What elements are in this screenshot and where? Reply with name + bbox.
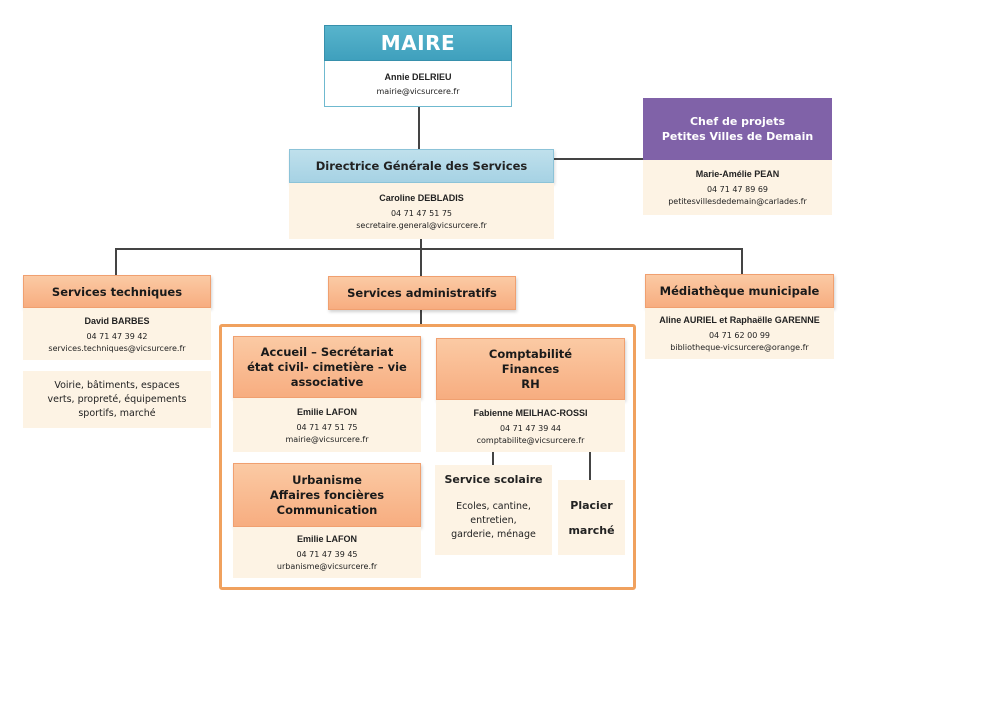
services-techniques-info: David BARBES 04 71 47 39 42 services.tec… xyxy=(23,308,211,360)
accueil-phone: 04 71 47 51 75 xyxy=(296,422,358,432)
maire-name: Annie DELRIEU xyxy=(384,71,452,82)
chef-projets-title-line1: Chef de projets xyxy=(689,115,786,128)
mediatheque-email: bibliotheque-vicsurcere@orange.fr xyxy=(670,343,809,352)
urbanisme-email: urbanisme@vicsurcere.fr xyxy=(276,562,378,571)
urbanisme-title-line2: Affaires foncières xyxy=(269,487,385,502)
dgs-email: secretaire.general@vicsurcere.fr xyxy=(356,220,487,230)
connector-admin-frame xyxy=(420,310,422,324)
services-techniques-phone: 04 71 47 39 42 xyxy=(86,331,148,341)
mediatheque-phone: 04 71 62 00 99 xyxy=(708,331,771,340)
services-techniques-description: Voirie, bâtiments, espaces verts, propre… xyxy=(23,371,211,428)
dgs-name: Caroline DEBLADIS xyxy=(379,192,464,203)
connector-maire-dgs xyxy=(418,107,420,149)
connector-horizontal-bus xyxy=(115,248,742,250)
accueil-email: mairie@vicsurcere.fr xyxy=(285,434,369,444)
chef-projets-email: petitesvillesdedemain@carlades.fr xyxy=(668,197,807,206)
comptabilite-title-line2: Finances xyxy=(501,361,560,376)
comptabilite-title: Comptabilité Finances RH xyxy=(436,338,625,400)
accueil-title-line3: associative xyxy=(290,374,364,389)
mediatheque-name: Aline AURIEL et Raphaëlle GARENNE xyxy=(659,315,820,325)
service-scolaire-title: Service scolaire xyxy=(444,473,543,486)
urbanisme-phone: 04 71 47 39 45 xyxy=(296,550,358,559)
comptabilite-info: Fabienne MEILHAC-ROSSI 04 71 47 39 44 co… xyxy=(436,400,625,452)
dgs-phone: 04 71 47 51 75 xyxy=(390,208,453,218)
comptabilite-phone: 04 71 47 39 44 xyxy=(499,423,562,433)
services-techniques-name: David BARBES xyxy=(84,315,150,326)
urbanisme-title-line3: Communication xyxy=(276,502,378,517)
mediatheque-info: Aline AURIEL et Raphaëlle GARENNE 04 71 … xyxy=(645,308,834,359)
chef-projets-name: Marie-Amélie PEAN xyxy=(695,169,780,179)
placier-box: Placier marché xyxy=(558,480,625,555)
service-scolaire-desc-line2: entretien, xyxy=(470,515,517,526)
dgs-title: Directrice Générale des Services xyxy=(289,149,554,183)
placier-title-line1: Placier xyxy=(570,498,613,512)
service-scolaire-box: Service scolaire Ecoles, cantine, entret… xyxy=(435,465,552,555)
comptabilite-email: comptabilite@vicsurcere.fr xyxy=(476,435,585,445)
urbanisme-title-line1: Urbanisme xyxy=(292,472,362,487)
chef-projets-phone: 04 71 47 89 69 xyxy=(706,185,769,194)
connector-to-mediatheque xyxy=(741,248,743,274)
services-techniques-desc-line2: verts, propreté, équipements xyxy=(47,393,187,405)
accueil-title-line2: état civil- cimetière – vie xyxy=(247,359,407,374)
chef-projets-title: Chef de projets Petites Villes de Demain xyxy=(643,98,832,160)
maire-email: mairie@vicsurcere.fr xyxy=(376,86,460,96)
connector-to-placier xyxy=(589,452,591,480)
connector-to-administratifs xyxy=(420,248,422,276)
connector-to-scolaire xyxy=(492,452,494,465)
maire-info: Annie DELRIEU mairie@vicsurcere.fr xyxy=(324,61,512,107)
maire-title: MAIRE xyxy=(324,25,512,61)
comptabilite-name: Fabienne MEILHAC-ROSSI xyxy=(473,407,588,418)
services-administratifs-title: Services administratifs xyxy=(328,276,516,310)
chef-projets-title-line2: Petites Villes de Demain xyxy=(661,130,814,143)
placier-title-line2: marché xyxy=(568,523,615,537)
mediatheque-title: Médiathèque municipale xyxy=(645,274,834,308)
accueil-info: Emilie LAFON 04 71 47 51 75 mairie@vicsu… xyxy=(233,398,421,452)
comptabilite-title-line1: Comptabilité xyxy=(488,346,573,361)
comptabilite-title-line3: RH xyxy=(521,376,540,391)
services-techniques-desc-line1: Voirie, bâtiments, espaces xyxy=(54,379,180,391)
chef-projets-info: Marie-Amélie PEAN 04 71 47 89 69 petites… xyxy=(643,160,832,215)
service-scolaire-desc-line1: Ecoles, cantine, xyxy=(456,501,531,512)
services-techniques-title: Services techniques xyxy=(23,275,211,308)
services-techniques-email: services.techniques@vicsurcere.fr xyxy=(48,343,186,353)
service-scolaire-desc-line3: garderie, ménage xyxy=(451,529,536,540)
urbanisme-info: Emilie LAFON 04 71 47 39 45 urbanisme@vi… xyxy=(233,527,421,578)
accueil-title: Accueil – Secrétariat état civil- cimeti… xyxy=(233,336,421,398)
urbanisme-name: Emilie LAFON xyxy=(296,534,357,544)
accueil-title-line1: Accueil – Secrétariat xyxy=(260,344,394,359)
services-techniques-desc-line3: sportifs, marché xyxy=(78,407,156,419)
dgs-info: Caroline DEBLADIS 04 71 47 51 75 secreta… xyxy=(289,183,554,239)
connector-to-techniques xyxy=(115,248,117,275)
accueil-name: Emilie LAFON xyxy=(296,406,357,417)
connector-dgs-chef xyxy=(554,158,643,160)
urbanisme-title: Urbanisme Affaires foncières Communicati… xyxy=(233,463,421,527)
connector-dgs-down xyxy=(420,239,422,249)
